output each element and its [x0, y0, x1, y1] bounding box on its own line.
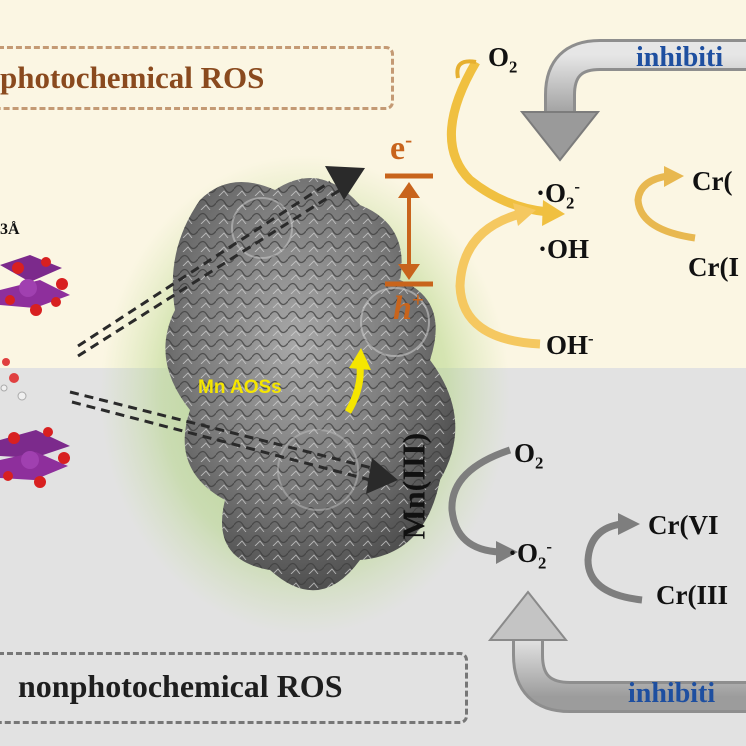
bottom-o2-label: O2 [514, 438, 543, 472]
mn-aoss-arrow-icon [344, 348, 371, 414]
crystal-lattice-icon [0, 255, 70, 488]
electron-symbol: e [390, 130, 406, 167]
inhibition-label-top: inhibiti [636, 42, 724, 73]
hole-symbol: h [393, 290, 412, 327]
bottom-o2-subscript: 2 [535, 453, 544, 473]
top-hydroxide-label: OH- [546, 329, 594, 360]
hole-label: h+ [393, 289, 424, 327]
photochemical-ros-box [0, 46, 394, 110]
bottom-cr-lower-label: Cr(III [656, 580, 728, 610]
bottom-cr-upper-label: Cr(VI [648, 510, 719, 540]
bottom-superoxide-subscript: 2 [538, 553, 547, 573]
top-o2-label: O2 [488, 42, 517, 76]
mn-iii-label: Mn(III) [395, 432, 432, 540]
o2-reduction-arrow-bottom-icon [448, 446, 518, 564]
mn-arrowhead-icon [366, 458, 398, 494]
inhibition-arrow-top-icon [519, 39, 746, 162]
bottom-o2-symbol: O [514, 438, 536, 468]
excitation-arrowhead-icon [325, 166, 365, 200]
top-superoxide-symbol: ·O [536, 178, 567, 208]
cr-reduction-arrow-bottom-icon [584, 513, 643, 604]
top-hydroxide-symbol: OH [546, 330, 589, 360]
top-o2-symbol: O [488, 42, 510, 72]
catalyst-particle-icon [165, 178, 456, 591]
band-gap-icon [385, 173, 433, 287]
oh-oxidation-arrow-icon [455, 203, 541, 349]
top-cr-lower-label: Cr(I [688, 252, 739, 282]
bottom-superoxide-charge: - [546, 537, 552, 556]
top-superoxide-charge: - [574, 177, 580, 196]
electron-label: e- [390, 129, 412, 167]
cr-reduction-arrow-top-icon [634, 166, 696, 242]
mn-aoss-label: Mn AOSs [198, 377, 282, 398]
hole-charge: + [411, 287, 424, 312]
lattice-spacing-label: 3Å [0, 221, 20, 238]
electron-charge: - [405, 127, 413, 152]
top-o2-subscript: 2 [509, 57, 518, 77]
top-cr-upper-label: Cr( [692, 166, 733, 196]
top-oh-radical-label: ·OH [538, 234, 590, 264]
inhibition-arrow-bottom-icon [487, 590, 746, 713]
nonphotochemical-ros-label: nonphotochemical ROS [18, 668, 343, 704]
nonphotochemical-ros-box [0, 652, 468, 724]
photochemical-ros-label: photochemical ROS [0, 60, 265, 95]
bottom-superoxide-label: ·O2- [508, 537, 552, 571]
top-superoxide-subscript: 2 [566, 193, 575, 213]
inhibition-label-bottom: inhibiti [628, 678, 716, 709]
top-superoxide-label: ·O2- [536, 177, 580, 211]
excitation-arrow-icon [69, 180, 381, 484]
top-hydroxide-charge: - [588, 329, 594, 348]
bottom-superoxide-symbol: ·O [508, 538, 539, 568]
